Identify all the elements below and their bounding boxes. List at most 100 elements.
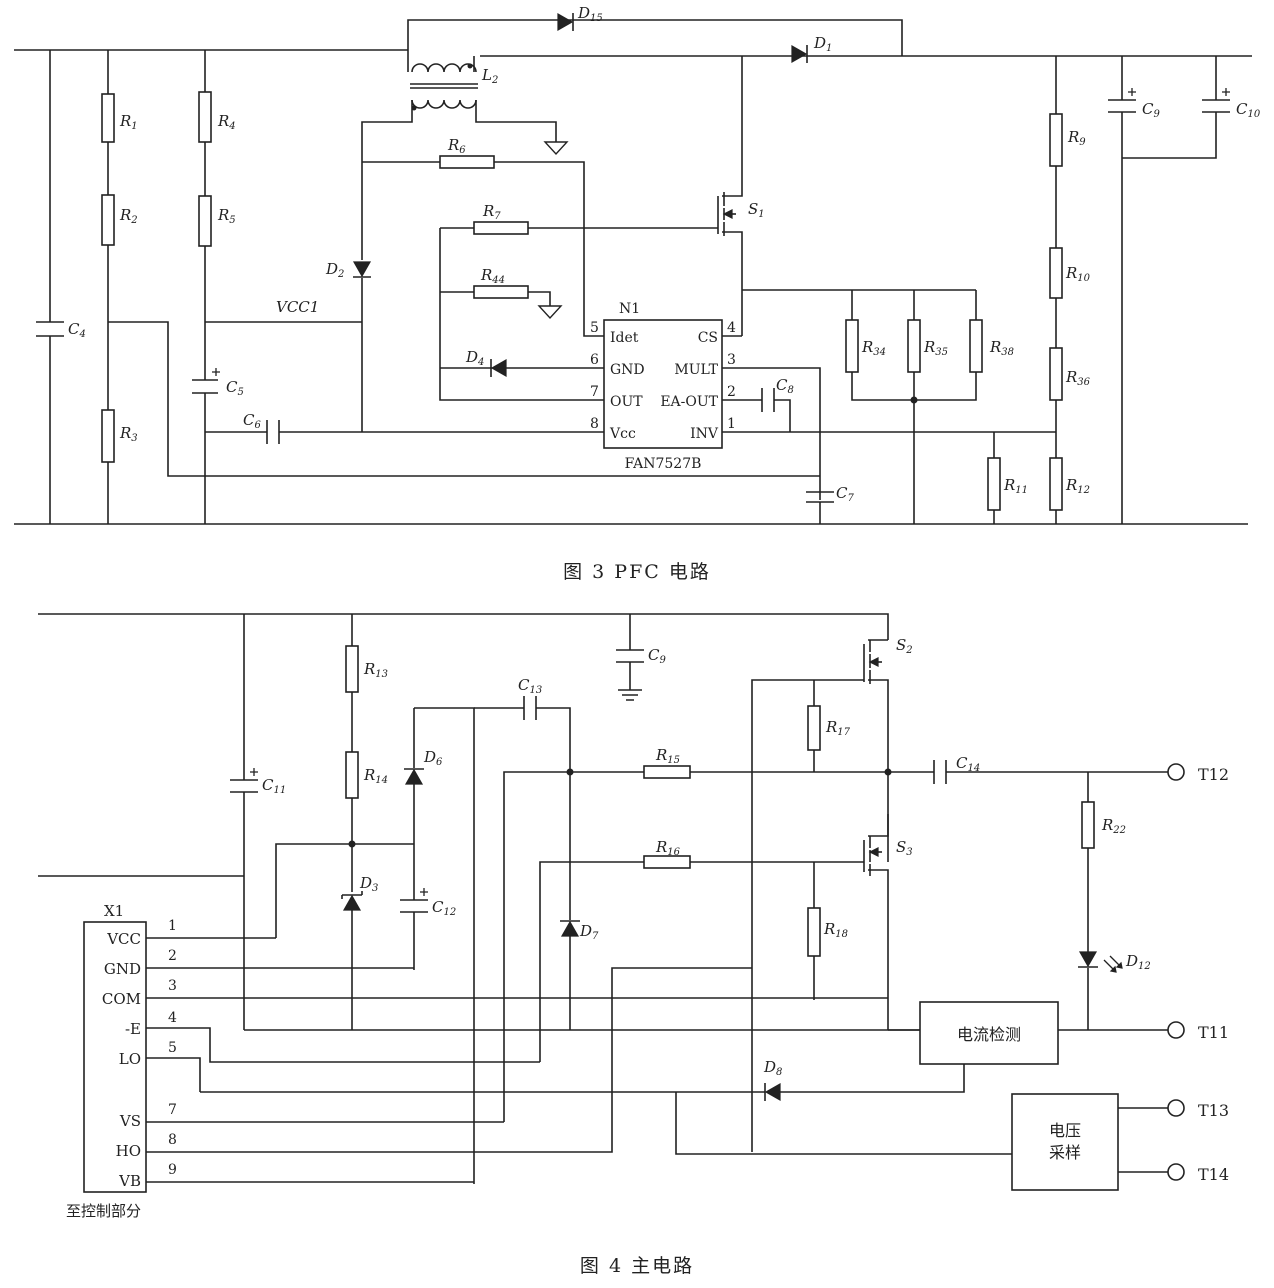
- pin-inv-label: INV: [690, 426, 719, 442]
- resistor-column-r4-r5: R4 R5 C5: [192, 50, 244, 524]
- pin-1-num: 1: [727, 416, 736, 432]
- terminal-t14: [1167, 1163, 1185, 1181]
- x1-pin-e: -E: [125, 1020, 141, 1038]
- out-net: [439, 228, 594, 401]
- x1-pin-ho: HO: [116, 1142, 141, 1160]
- pin-eaout-label: EA-OUT: [660, 394, 718, 410]
- diode-d1: D1: [791, 34, 832, 64]
- x1-ref: X1: [104, 902, 124, 920]
- resistor-r11: R11: [987, 432, 1028, 524]
- x1-num-2: 2: [168, 948, 177, 964]
- c7-label: C7: [836, 484, 854, 504]
- inductor-l2: L2: [361, 19, 903, 432]
- voltage-sample-label-1: 电压: [1049, 1121, 1081, 1140]
- x1-num-1: 1: [168, 918, 177, 934]
- pin-7-num: 7: [590, 384, 599, 400]
- r34-label: R34: [861, 338, 886, 358]
- capacitor-c4: C4: [36, 50, 86, 524]
- s1-label: S1: [748, 200, 765, 220]
- vcc1-label: VCC1: [276, 298, 319, 316]
- t13-label: T13: [1198, 1101, 1229, 1120]
- x1-num-5: 5: [168, 1040, 177, 1056]
- r18-label: R18: [823, 920, 848, 940]
- x1-pin-lo: LO: [119, 1050, 141, 1068]
- current-detect-label: 电流检测: [957, 1025, 1021, 1044]
- x1-pin-vs: VS: [119, 1112, 141, 1130]
- terminal-t13: [1167, 1099, 1185, 1117]
- d7-label: D7: [579, 922, 599, 942]
- capacitor-c13: C13: [474, 676, 571, 772]
- resistor-column-r1-r3: R1 R2 R3: [101, 50, 820, 524]
- x1-num-9: 9: [168, 1162, 177, 1178]
- t11-label: T11: [1198, 1023, 1229, 1042]
- r36-label: R36: [1065, 368, 1091, 388]
- r10-label: R10: [1065, 264, 1091, 284]
- r15-label: R15: [655, 746, 680, 766]
- d4-label: D4: [465, 348, 484, 368]
- r35-label: R35: [923, 338, 948, 358]
- pin-3-num: 3: [727, 352, 736, 368]
- d15-label: D15: [577, 4, 603, 24]
- x1-num-7: 7: [168, 1102, 177, 1118]
- figure-4-main-circuit: C9 C11 R13 R14 D3: [38, 613, 1229, 1277]
- r44-label: R44: [480, 266, 505, 286]
- l2-label: L2: [481, 66, 498, 86]
- chip-fan7527b: N1 5 6 7 8 Idet GND OUT Vcc CS MULT EA-O…: [590, 301, 1056, 500]
- pin-4-num: 4: [727, 320, 736, 336]
- pin-gnd-label: GND: [610, 362, 645, 378]
- d3-label: D3: [359, 874, 378, 894]
- indicator-r22-d12: R22 D12: [1078, 772, 1151, 1030]
- c14-label: C14: [956, 754, 980, 774]
- r22-label: R22: [1101, 816, 1126, 836]
- r12-label: R12: [1065, 476, 1090, 496]
- c11-label: C11: [262, 776, 286, 796]
- pin-out-label: OUT: [610, 394, 643, 410]
- resistor-r6: R6: [362, 136, 594, 337]
- output-capacitors: C9 C10: [1108, 56, 1261, 524]
- output-divider: R9 R10 R36 R12: [1049, 56, 1091, 524]
- capacitor-c6: C6: [205, 411, 594, 444]
- s3-label: S3: [896, 838, 913, 858]
- capacitor-c11: C11: [230, 614, 286, 1030]
- t12-label: T12: [1198, 765, 1229, 784]
- current-detect-block: 电流检测: [780, 1001, 1168, 1093]
- figure-3-pfc-circuit: C4 R1 R2 R3 R4 R5 C5 VCC1: [14, 4, 1261, 583]
- capacitor-c7: C7: [806, 484, 854, 524]
- r14-label: R14: [363, 766, 388, 786]
- r2-label: R2: [119, 206, 138, 226]
- figure-3-caption: 图 3 PFC 电路: [563, 561, 711, 583]
- x1-pin-com: COM: [102, 990, 141, 1008]
- r3-label: R3: [119, 424, 138, 444]
- mosfet-s1: S1: [717, 56, 765, 336]
- figure-4-caption: 图 4 主电路: [580, 1255, 694, 1277]
- s2-label: S2: [896, 636, 913, 656]
- r11-label: R11: [1003, 476, 1028, 496]
- voltage-sample-block: 电压 采样: [675, 1092, 1168, 1191]
- capacitor-c9-fig4: C9: [616, 614, 666, 701]
- pin-6-num: 6: [590, 352, 599, 368]
- r1-label: R1: [119, 112, 138, 132]
- c5-label: C5: [226, 378, 244, 398]
- diode-d8: D8: [200, 1058, 782, 1102]
- pin-2-num: 2: [727, 384, 736, 400]
- mosfet-s3: S3 R16 R18: [539, 814, 913, 1062]
- pin-8-num: 8: [590, 416, 599, 432]
- c9-label-fig3: C9: [1142, 100, 1160, 120]
- diode-d4: D4: [440, 348, 594, 378]
- ground-symbol: [543, 141, 569, 156]
- resistor-column-r13-r14: R13 R14 D3: [341, 614, 388, 1030]
- r5-label: R5: [217, 206, 236, 226]
- x1-note: 至控制部分: [66, 1202, 141, 1220]
- r4-label: R4: [217, 112, 236, 132]
- x1-pin-vb: VB: [118, 1172, 141, 1190]
- output-terminals: T12 T11 T13 T14: [1167, 763, 1229, 1184]
- pin-vcc-label: Vcc: [609, 426, 636, 442]
- capacitor-c8: C8: [761, 376, 794, 412]
- r38-label: R38: [989, 338, 1014, 358]
- diode-d2: D2: [325, 260, 372, 280]
- c12-label: C12: [432, 898, 456, 918]
- x1-num-8: 8: [168, 1132, 177, 1148]
- d2-label: D2: [325, 260, 344, 280]
- r6-label: R6: [447, 136, 466, 156]
